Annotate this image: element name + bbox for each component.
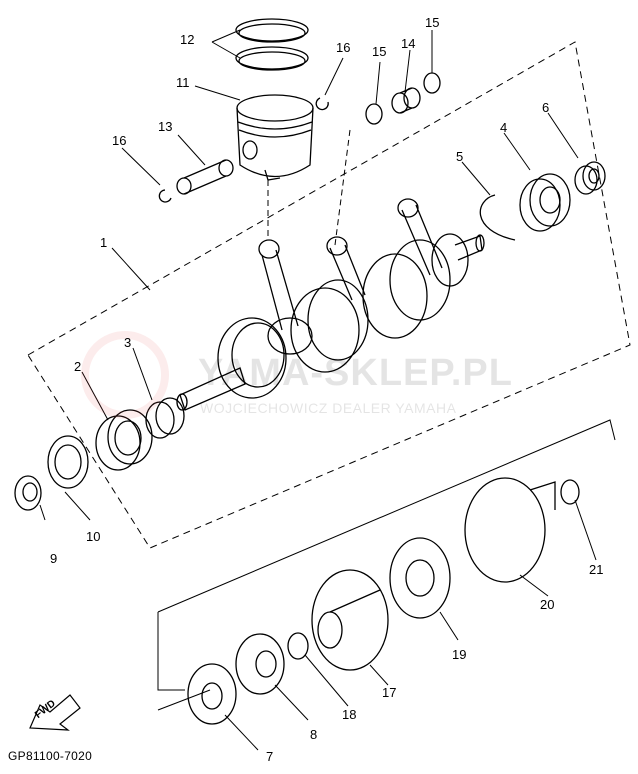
circlip-left	[158, 189, 172, 203]
leader-lines	[39, 29, 597, 751]
rear-circlip	[479, 194, 516, 241]
front-collar	[145, 397, 185, 439]
needle-bearing	[391, 87, 421, 114]
pin-guide-line	[334, 129, 351, 246]
piston-pin	[176, 159, 234, 195]
watermark-dealer: WOJCIECHOWICZ DEALER YAMAHA	[200, 400, 457, 416]
callout-17: 17	[382, 685, 397, 700]
front-nut	[14, 475, 42, 511]
assembly-boundary-lower	[157, 419, 616, 691]
fwd-arrow-icon	[29, 694, 81, 731]
callout-9: 9	[50, 551, 58, 566]
callout-8: 8	[310, 727, 318, 742]
callout-15b: 15	[425, 15, 440, 30]
callout-16a: 16	[112, 133, 127, 148]
front-bearing	[95, 409, 153, 471]
pump-impeller-20	[464, 477, 556, 583]
callout-16b: 16	[336, 40, 351, 55]
callout-13: 13	[158, 119, 173, 134]
watermark-logo-icon	[81, 331, 169, 419]
pump-oring-18	[287, 632, 309, 660]
pump-seal-7	[187, 663, 237, 725]
pump-seal-8	[235, 633, 285, 695]
rear-bearing	[519, 173, 571, 232]
piston	[236, 94, 314, 181]
pump-oring-21	[560, 479, 580, 505]
rear-oil-seal	[574, 161, 606, 195]
pump-impeller-19	[389, 537, 451, 619]
callout-15a: 15	[372, 44, 387, 59]
callout-21: 21	[589, 562, 604, 577]
washer-15b	[423, 72, 441, 94]
assembly-boundary-upper	[27, 41, 631, 549]
callout-10: 10	[86, 529, 101, 544]
pump-leader-line	[157, 689, 211, 711]
callout-20: 20	[540, 597, 555, 612]
callout-1: 1	[100, 235, 108, 250]
crankshaft	[176, 198, 485, 411]
callout-7: 7	[266, 749, 274, 764]
callout-14: 14	[401, 36, 416, 51]
washer-15a	[365, 103, 383, 125]
callout-12: 12	[180, 32, 195, 47]
front-oil-seal	[47, 435, 89, 489]
callout-2: 2	[74, 359, 82, 374]
callout-3: 3	[124, 335, 132, 350]
callout-6: 6	[542, 100, 550, 115]
diagram-code: GP81100-7020	[8, 749, 93, 763]
callout-5: 5	[456, 149, 464, 164]
pump-housing-17	[311, 569, 389, 671]
callout-11: 11	[176, 75, 190, 90]
callout-4: 4	[500, 120, 508, 135]
piston-rings	[235, 18, 309, 71]
circlip-right	[315, 97, 329, 111]
callout-18: 18	[342, 707, 357, 722]
callout-19: 19	[452, 647, 467, 662]
watermark-brand: YAMA-SKLEP.PL	[198, 352, 513, 394]
